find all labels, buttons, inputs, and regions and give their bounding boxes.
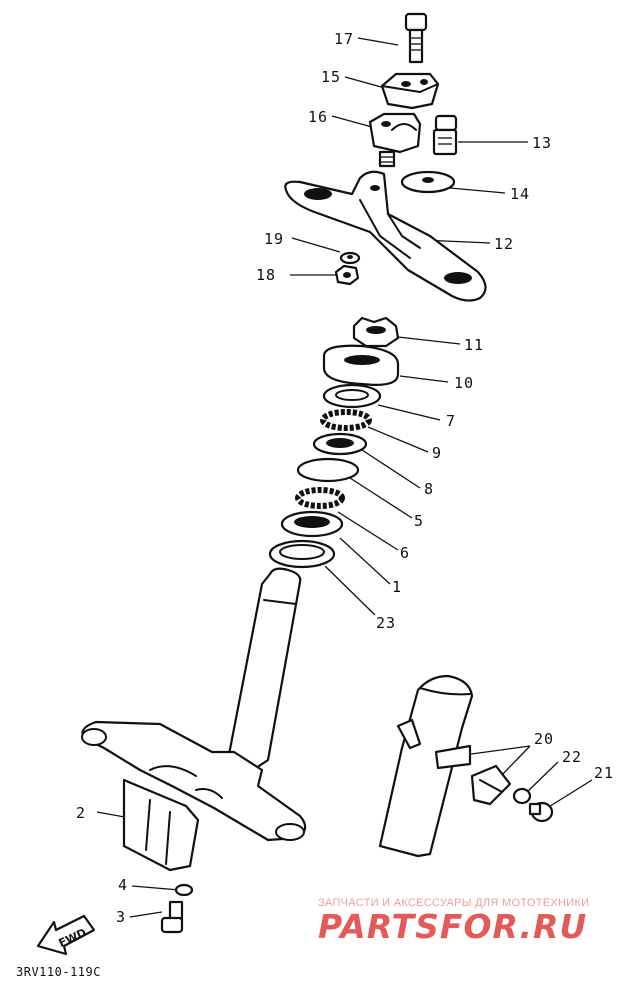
- part-label-21: 21: [594, 764, 614, 782]
- drawing-code: 3RV110-119C: [16, 965, 101, 979]
- part-label-9: 9: [432, 444, 442, 462]
- bolt-13: [432, 114, 458, 156]
- part-label-14: 14: [510, 185, 530, 203]
- part-label-2: 2: [76, 804, 86, 822]
- part-label-7: 7: [446, 412, 456, 430]
- part-label-4: 4: [118, 876, 128, 894]
- part-label-20: 20: [534, 730, 554, 748]
- part-label-10: 10: [454, 374, 474, 392]
- part-label-16: 16: [308, 108, 328, 126]
- part-label-19: 19: [264, 230, 284, 248]
- screw-21: [528, 801, 554, 823]
- washer-22: [512, 787, 532, 805]
- bearing-race-8: [312, 432, 368, 456]
- washer-19: [339, 251, 361, 265]
- part-label-15: 15: [321, 68, 341, 86]
- hose-clamp-20: [434, 744, 512, 806]
- fork-tube: [378, 674, 474, 858]
- part-label-17: 17: [334, 30, 354, 48]
- part-label-11: 11: [464, 336, 484, 354]
- bearing-cover-10: [322, 344, 400, 386]
- part-label-13: 13: [532, 134, 552, 152]
- bolt-3: [160, 900, 184, 934]
- part-label-3: 3: [116, 908, 126, 926]
- bolt-17: [404, 12, 428, 64]
- part-label-1: 1: [392, 578, 402, 596]
- steering-stem-23: [81, 567, 307, 842]
- ball-bearings-5: [295, 487, 345, 509]
- upper-bracket-12: [284, 170, 487, 302]
- stem-cover-2: [122, 778, 200, 872]
- part-label-12: 12: [494, 235, 514, 253]
- part-label-18: 18: [256, 266, 276, 284]
- watermark-brand: PARTSFOR.RU: [318, 907, 587, 946]
- watermark: ЗАПЧАСТИ И АКСЕССУАРЫ ДЛЯ МОТОТЕХНИКИ PA…: [318, 897, 589, 946]
- dust-seal: [296, 457, 360, 483]
- bearing-race-6: [280, 510, 344, 538]
- part-label-23: 23: [376, 614, 396, 632]
- handlebar-lower-holder-16: [368, 112, 422, 168]
- bearing-race-7: [322, 383, 382, 409]
- fwd-arrow: FWD: [36, 914, 96, 956]
- ball-bearings-9: [320, 409, 372, 431]
- bearing-race-1: [268, 539, 336, 569]
- watermark-tagline: ЗАПЧАСТИ И АКСЕССУАРЫ ДЛЯ МОТОТЕХНИКИ: [318, 897, 589, 909]
- ring-nut-11: [352, 316, 400, 348]
- handlebar-upper-holder-15: [380, 72, 440, 110]
- part-label-6: 6: [400, 544, 410, 562]
- part-number-labels: 17 15 16 13 14 12 19 18 11 10 7 9 8 5 6 …: [76, 30, 614, 926]
- part-label-5: 5: [414, 512, 424, 530]
- nut-18: [334, 264, 360, 286]
- washer-4: [174, 883, 194, 897]
- washer-14: [400, 170, 456, 194]
- part-label-8: 8: [424, 480, 434, 498]
- part-label-22: 22: [562, 748, 582, 766]
